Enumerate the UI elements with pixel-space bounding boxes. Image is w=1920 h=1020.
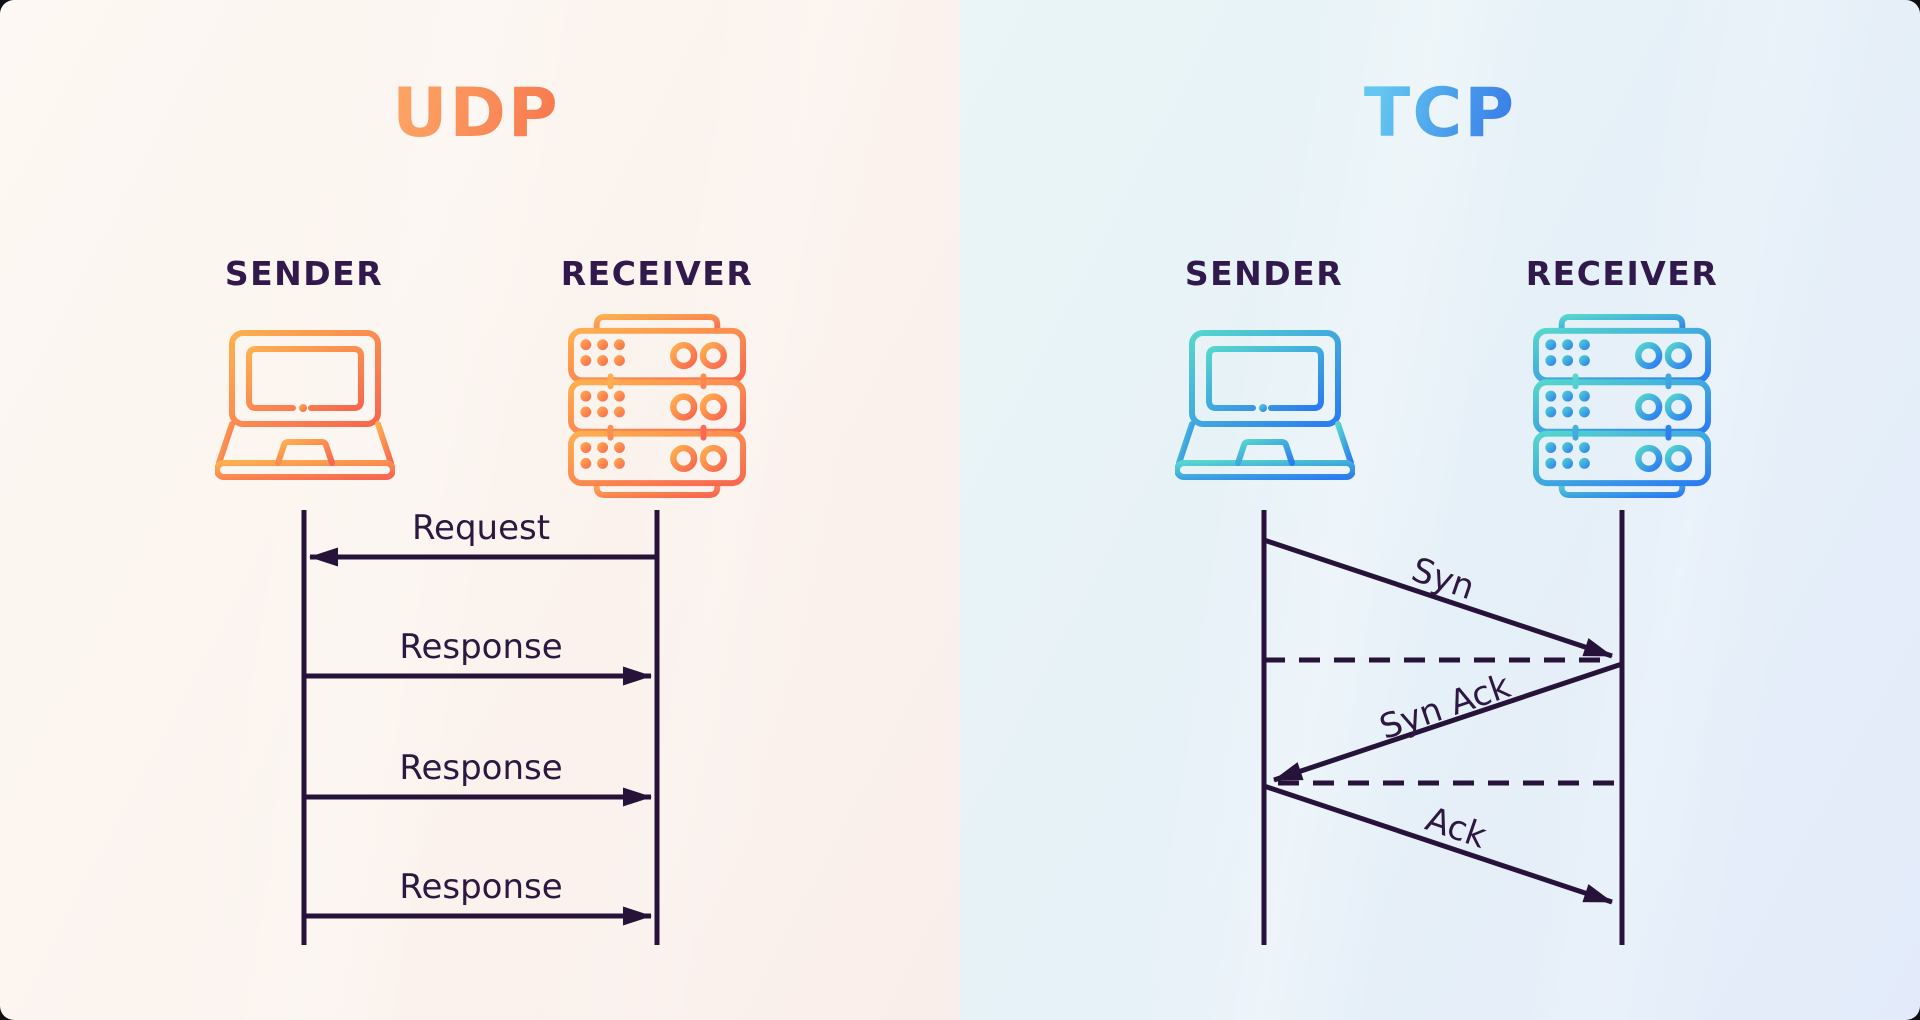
server-rack-icon: [1533, 314, 1711, 498]
udp-title: UDP: [392, 74, 560, 153]
udp-message-label: Response: [399, 748, 563, 788]
tcp-panel-background: [960, 0, 1920, 1020]
udp-message-label: Response: [399, 867, 563, 907]
tcp-title: TCP: [1363, 74, 1517, 153]
laptop-icon: [215, 330, 395, 480]
tcp-sender-label: SENDER: [1184, 254, 1344, 293]
tcp-receiver-label: RECEIVER: [1525, 254, 1719, 293]
server-rack-icon: [568, 314, 746, 498]
udp-panel-background: [0, 0, 960, 1020]
udp-sender-label: SENDER: [224, 254, 384, 293]
udp-message-label: Request: [411, 508, 551, 548]
udp-receiver-label: RECEIVER: [560, 254, 754, 293]
udp-message-label: Response: [399, 627, 563, 667]
laptop-icon: [1175, 330, 1355, 480]
